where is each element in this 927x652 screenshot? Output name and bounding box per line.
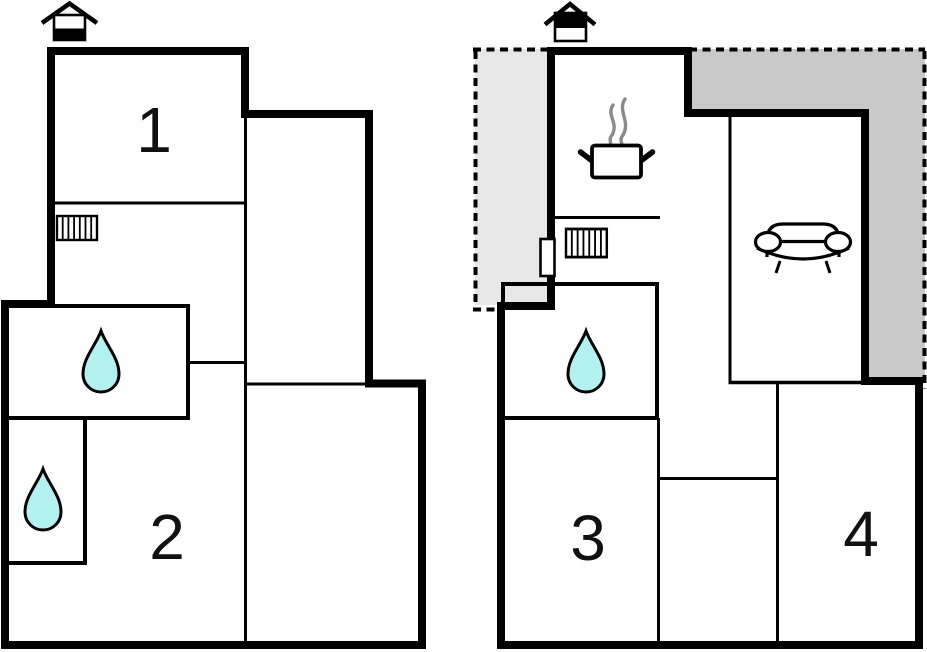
floor-2-interior-walls (551, 115, 863, 642)
water-drop-icon (23, 467, 63, 532)
floor-2-bathroom-walls (501, 282, 659, 420)
sofa-icon (753, 222, 853, 274)
entrance-house-icon (543, 1, 597, 43)
floor-1-interior-walls (53, 115, 366, 642)
room-3-label: 3 (570, 502, 606, 574)
door-icon (539, 237, 556, 278)
room-1-label: 1 (136, 94, 172, 166)
floor-1-outer-wall (1, 47, 426, 649)
cooking-pot-icon (577, 143, 656, 180)
floor-1-plan: 1 2 (1, 0, 426, 649)
water-drop-icon (81, 329, 121, 394)
steam-icon (608, 97, 628, 150)
floor-2-outer-wall (497, 47, 923, 649)
radiator-icon (564, 227, 609, 259)
floor-2-plan: 3 4 (497, 1, 923, 649)
terrace-light-area (475, 49, 549, 305)
entrance-house-icon (40, 0, 99, 42)
room-2-label: 2 (149, 501, 185, 573)
water-drop-icon (566, 329, 606, 394)
radiator-icon (55, 214, 99, 242)
terrace-dark-area (690, 49, 925, 381)
room-4-label: 4 (843, 498, 879, 570)
floor-1-bathroom-walls (2, 304, 190, 565)
